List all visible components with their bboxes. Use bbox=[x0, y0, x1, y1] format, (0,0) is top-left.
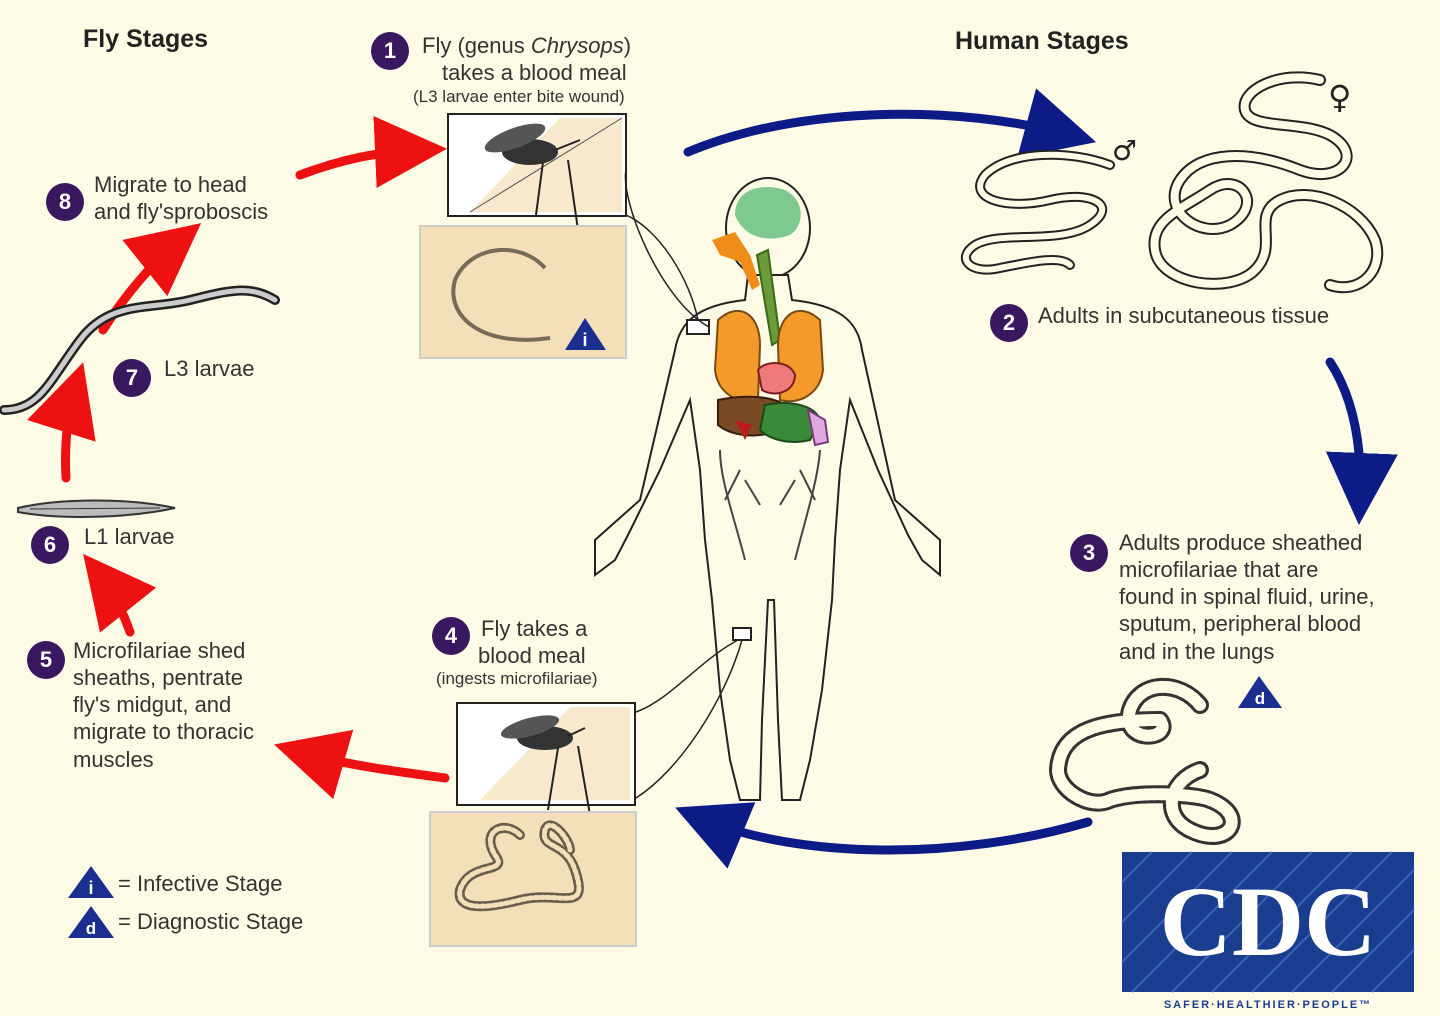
step-4-note: (ingests microfilariae) bbox=[436, 669, 598, 688]
step-4-line1: Fly takes a bbox=[481, 616, 588, 641]
step-8-line1: Migrate to head bbox=[94, 172, 247, 197]
arrow-3-to-4 bbox=[675, 802, 1093, 869]
step-5-line2: sheaths, pentrate bbox=[73, 665, 244, 690]
step-8-badge: 8 bbox=[46, 183, 84, 221]
arrow-5-to-4 bbox=[274, 729, 450, 800]
step-3-line5: and in the lungs bbox=[1119, 639, 1275, 664]
l3-larva bbox=[0, 285, 280, 415]
step-1-badge: 1 bbox=[371, 32, 409, 70]
female-symbol: ♀ bbox=[1328, 78, 1351, 116]
diagnostic-marker-icon bbox=[1238, 676, 1282, 708]
sheathed-microfilaria bbox=[1048, 677, 1241, 845]
step-1-line1: Fly (genus Chrysops) bbox=[422, 33, 632, 58]
adult-worms bbox=[960, 71, 1384, 294]
step-7-text: L3 larvae bbox=[164, 356, 255, 381]
step-1-note: (L3 larvae enter bite wound) bbox=[413, 87, 625, 106]
arrow-1-to-2 bbox=[683, 88, 1097, 158]
step-6-text: L1 larvae bbox=[84, 524, 175, 549]
legend-infective-text: = Infective Stage bbox=[118, 871, 283, 896]
male-symbol: ♂ bbox=[1112, 134, 1137, 167]
svg-text:i: i bbox=[88, 878, 93, 898]
step-3-line4: sputum, peripheral blood bbox=[1119, 611, 1362, 636]
step-5-line3: fly's midgut, and bbox=[73, 692, 232, 717]
step-2-badge: 2 bbox=[990, 304, 1028, 342]
step-3-line2: microfilariae that are bbox=[1119, 557, 1319, 582]
step-5-line4: migrate to thoracic bbox=[73, 719, 254, 744]
step-4-line2: blood meal bbox=[478, 643, 586, 668]
svg-text:d: d bbox=[86, 919, 96, 938]
step-3-line3: found in spinal fluid, urine, bbox=[1119, 584, 1375, 609]
legend-diagnostic-text: = Diagnostic Stage bbox=[118, 909, 304, 934]
legend-diagnostic-icon bbox=[68, 906, 114, 938]
step-7-badge: 7 bbox=[113, 359, 151, 397]
l1-larva bbox=[17, 499, 176, 518]
step-3-badge: 3 bbox=[1070, 534, 1108, 572]
step-6-badge: 6 bbox=[31, 526, 69, 564]
infective-marker-label: i bbox=[582, 330, 587, 350]
infective-marker-icon bbox=[565, 318, 606, 350]
diagnostic-marker-label: d bbox=[1255, 689, 1265, 708]
fly-panel-bottom bbox=[429, 702, 637, 947]
legend-infective-icon bbox=[68, 866, 114, 898]
human-stages-header: Human Stages bbox=[955, 27, 1129, 55]
arrow-5-to-6 bbox=[83, 553, 157, 637]
step-1-line2: takes a blood meal bbox=[442, 60, 627, 85]
fly-stages-header: Fly Stages bbox=[83, 25, 209, 53]
step-8-line2: and fly'sproboscis bbox=[94, 199, 269, 224]
human-body-figure bbox=[594, 169, 941, 801]
step-5-line1: Microfilariae shed bbox=[73, 638, 246, 663]
human-cycle-arrows bbox=[675, 88, 1398, 869]
legend-icons: i d bbox=[68, 866, 114, 938]
step-4-badge: 4 bbox=[432, 617, 470, 655]
arrow-2-to-3 bbox=[1325, 357, 1398, 525]
step-5-line5: muscles bbox=[73, 747, 154, 772]
cdc-logo-text: CDC bbox=[1160, 866, 1377, 977]
arrow-8-to-1 bbox=[295, 116, 447, 188]
step-5-badge: 5 bbox=[27, 641, 65, 679]
cdc-logo: CDC SAFER·HEALTHIER·PEOPLE™ bbox=[1121, 851, 1415, 1011]
step-3-line1: Adults produce sheathed bbox=[1119, 530, 1363, 555]
arrow-6-to-7 bbox=[27, 362, 96, 483]
cdc-tagline: SAFER·HEALTHIER·PEOPLE™ bbox=[1164, 999, 1372, 1011]
step-2-text: Adults in subcutaneous tissue bbox=[1038, 303, 1330, 328]
fly-panel-top: i bbox=[419, 113, 627, 359]
